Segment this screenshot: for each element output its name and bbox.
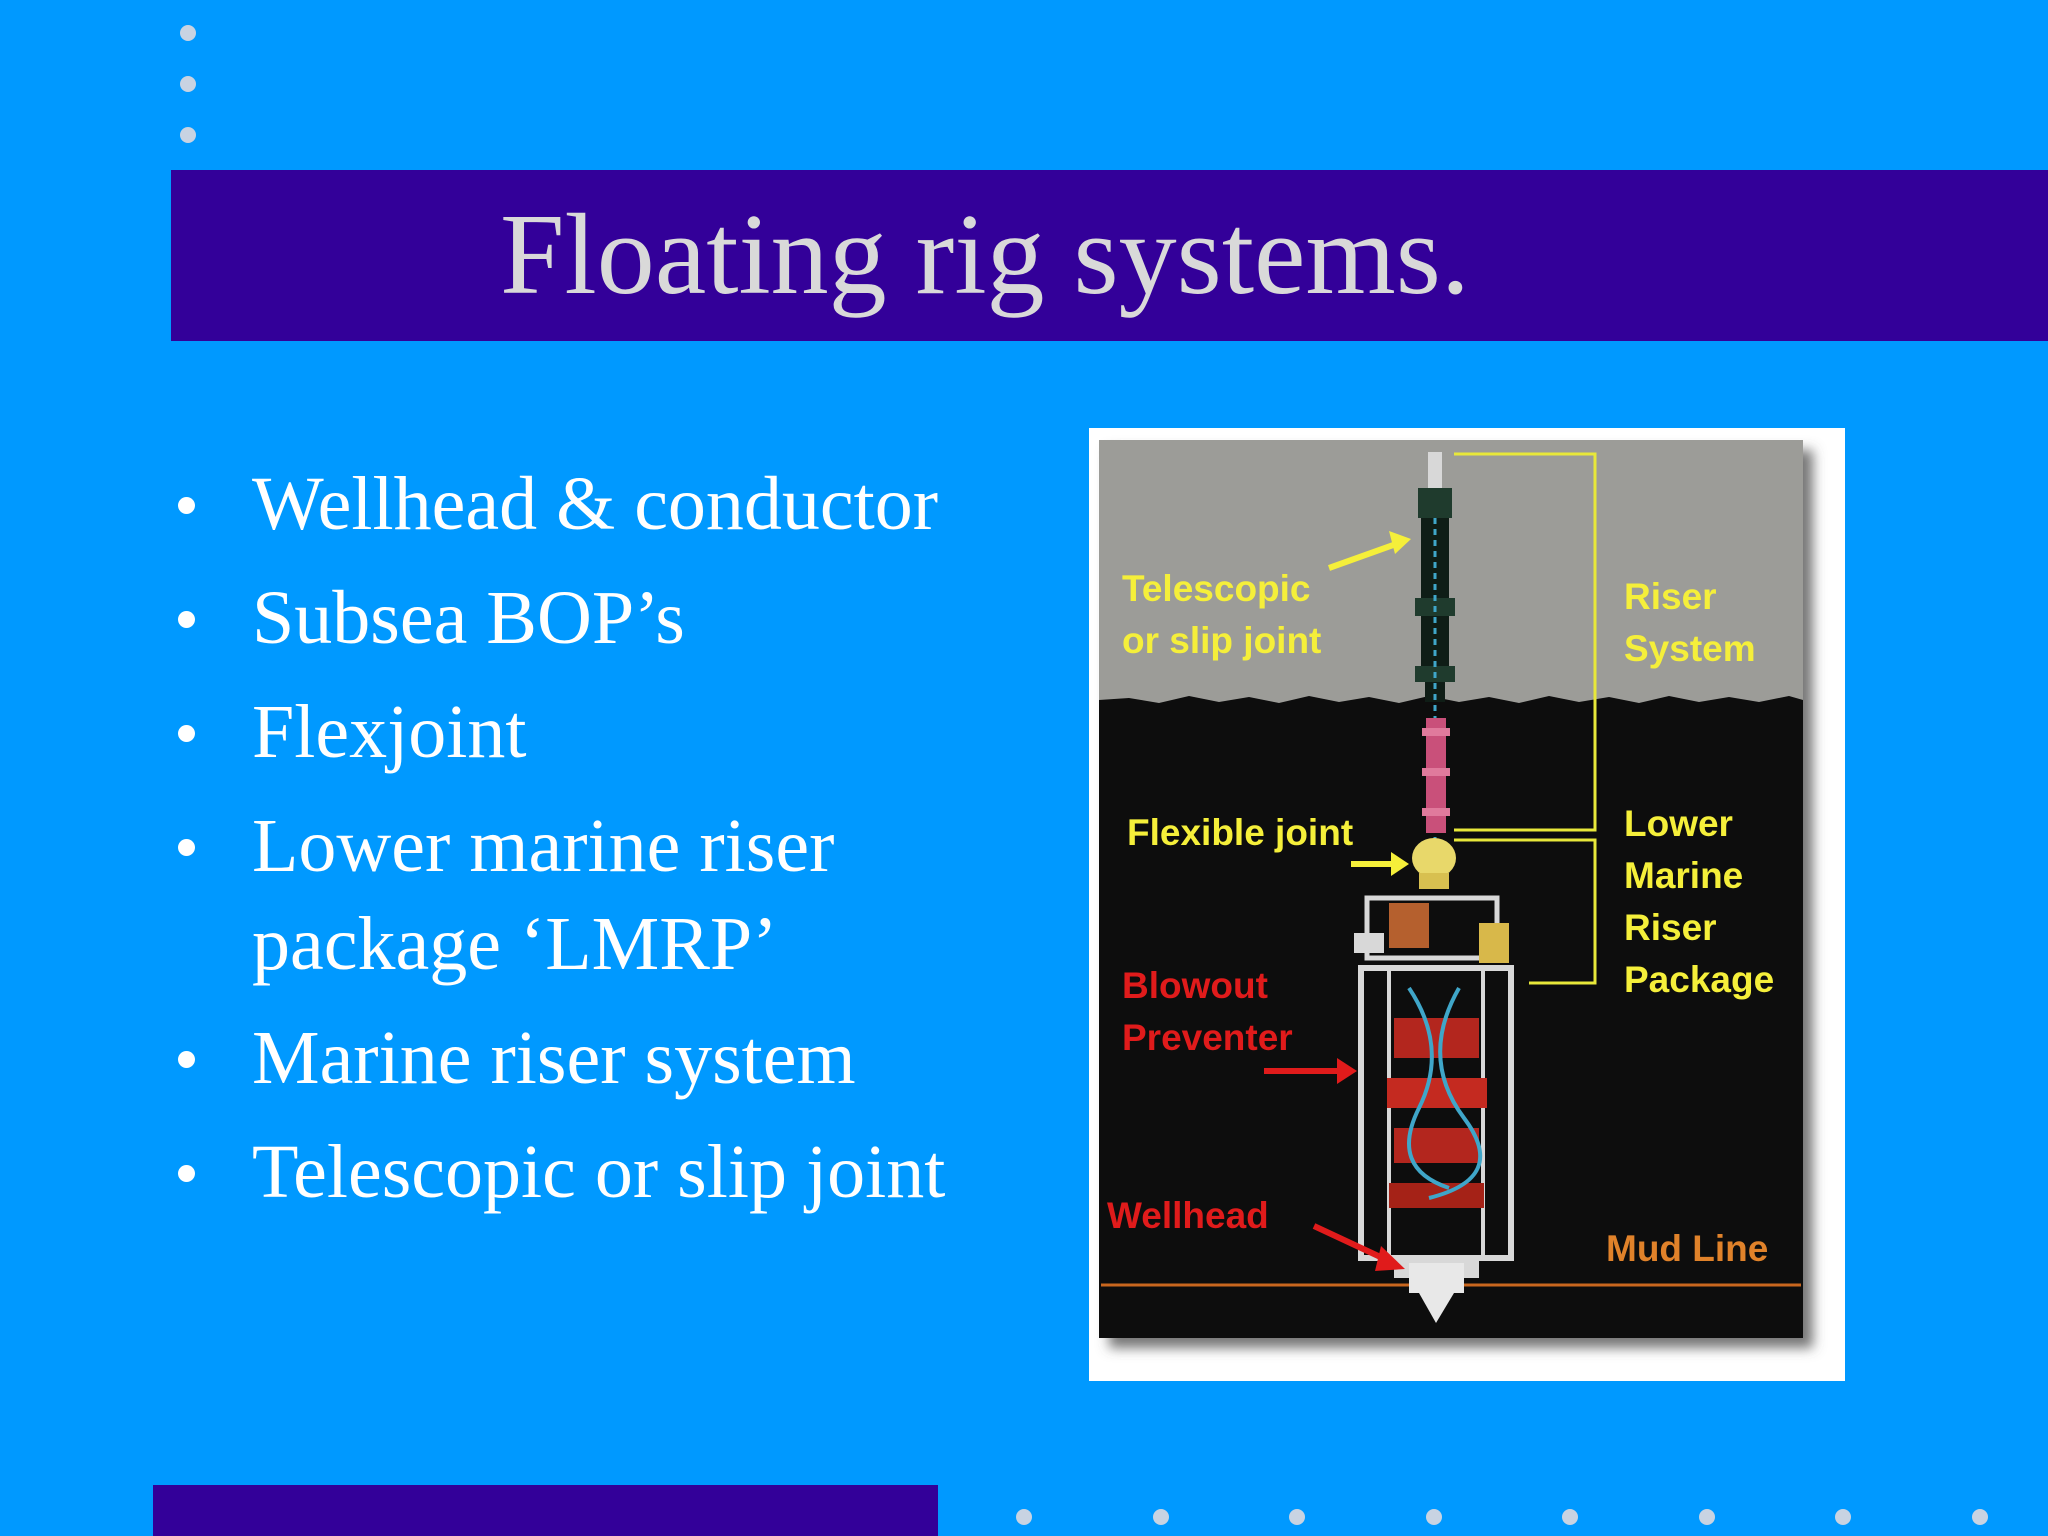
decorative-dot <box>1699 1509 1715 1525</box>
telescopic-arrow-icon <box>1327 531 1411 571</box>
decorative-dot <box>1289 1509 1305 1525</box>
decorative-dot <box>180 127 196 143</box>
label-lmrp-2: Marine <box>1624 855 1743 896</box>
wellhead-arrow-icon <box>1312 1223 1405 1271</box>
bullet-icon <box>178 839 195 856</box>
lmrp-bracket <box>1454 838 1597 985</box>
label-flexible-joint: Flexible joint <box>1127 812 1353 853</box>
bullet-item: Flexjoint <box>172 683 1052 781</box>
bullet-text: Subsea BOP’s <box>252 576 685 660</box>
title-band: Floating rig systems. <box>171 170 2048 341</box>
bullet-list: Wellhead & conductor Subsea BOP’s Flexjo… <box>172 455 1052 1237</box>
bullet-icon <box>178 1051 195 1068</box>
flexible-joint <box>1412 838 1456 878</box>
bullet-icon <box>178 1165 195 1182</box>
label-telescopic-2: or slip joint <box>1122 620 1321 661</box>
bullet-item: Wellhead & conductor <box>172 455 1052 553</box>
label-riser: Riser <box>1624 576 1717 617</box>
bop-ram <box>1394 1128 1479 1163</box>
decorative-dot <box>1016 1509 1032 1525</box>
bop-ram <box>1387 1078 1487 1108</box>
riser-diagram-frame: Telescopic or slip joint Riser System Fl… <box>1089 428 1845 1381</box>
decorative-dot <box>1835 1509 1851 1525</box>
bullet-text: Marine riser system <box>252 1016 856 1100</box>
bullet-item: Marine riser system <box>172 1009 1052 1107</box>
label-telescopic: Telescopic <box>1122 568 1311 609</box>
flexjoint-arrow-icon <box>1351 852 1409 876</box>
bop-ram <box>1394 1018 1479 1058</box>
bullet-text: Flexjoint <box>252 690 527 774</box>
decorative-dot <box>1562 1509 1578 1525</box>
sea-zone <box>1099 696 1803 1338</box>
bullet-item: Subsea BOP’s <box>172 569 1052 667</box>
bullet-item: Telescopic or slip joint <box>172 1123 1052 1221</box>
label-lmrp-1: Lower <box>1624 803 1733 844</box>
decorative-dot <box>180 25 196 41</box>
label-preventer: Preventer <box>1122 1017 1293 1058</box>
bullet-text: Lower marine riser package ‘LMRP’ <box>252 804 835 986</box>
riser-system-bracket <box>1454 452 1597 832</box>
label-blowout: Blowout <box>1122 965 1268 1006</box>
conductor-tip <box>1419 1293 1454 1323</box>
label-riser-2: System <box>1624 628 1756 669</box>
bullet-icon <box>178 611 195 628</box>
bullet-icon <box>178 497 195 514</box>
slip-joint-outer <box>1418 488 1452 518</box>
bullet-item: Lower marine riser package ‘LMRP’ <box>172 797 1052 993</box>
slide-title: Floating rig systems. <box>500 191 1470 319</box>
label-wellhead: Wellhead <box>1107 1195 1269 1236</box>
decorative-dot <box>1153 1509 1169 1525</box>
decorative-dot <box>1972 1509 1988 1525</box>
label-lmrp-3: Riser <box>1624 907 1717 948</box>
bullet-icon <box>178 725 195 742</box>
bop-arrow-icon <box>1264 1058 1357 1084</box>
bullet-text: Wellhead & conductor <box>252 462 939 546</box>
decorative-dot <box>180 76 196 92</box>
slip-joint-top <box>1428 452 1442 488</box>
label-lmrp-4: Package <box>1624 959 1774 1000</box>
decorative-dot <box>1426 1509 1442 1525</box>
wellhead <box>1409 1263 1464 1293</box>
diagram-panel <box>1099 440 1803 1338</box>
label-mud-line: Mud Line <box>1606 1228 1768 1269</box>
riser-diagram: Telescopic or slip joint Riser System Fl… <box>1099 440 1803 1338</box>
footer-bar <box>153 1485 938 1536</box>
air-zone <box>1099 440 1803 704</box>
bullet-text: Telescopic or slip joint <box>252 1130 946 1214</box>
